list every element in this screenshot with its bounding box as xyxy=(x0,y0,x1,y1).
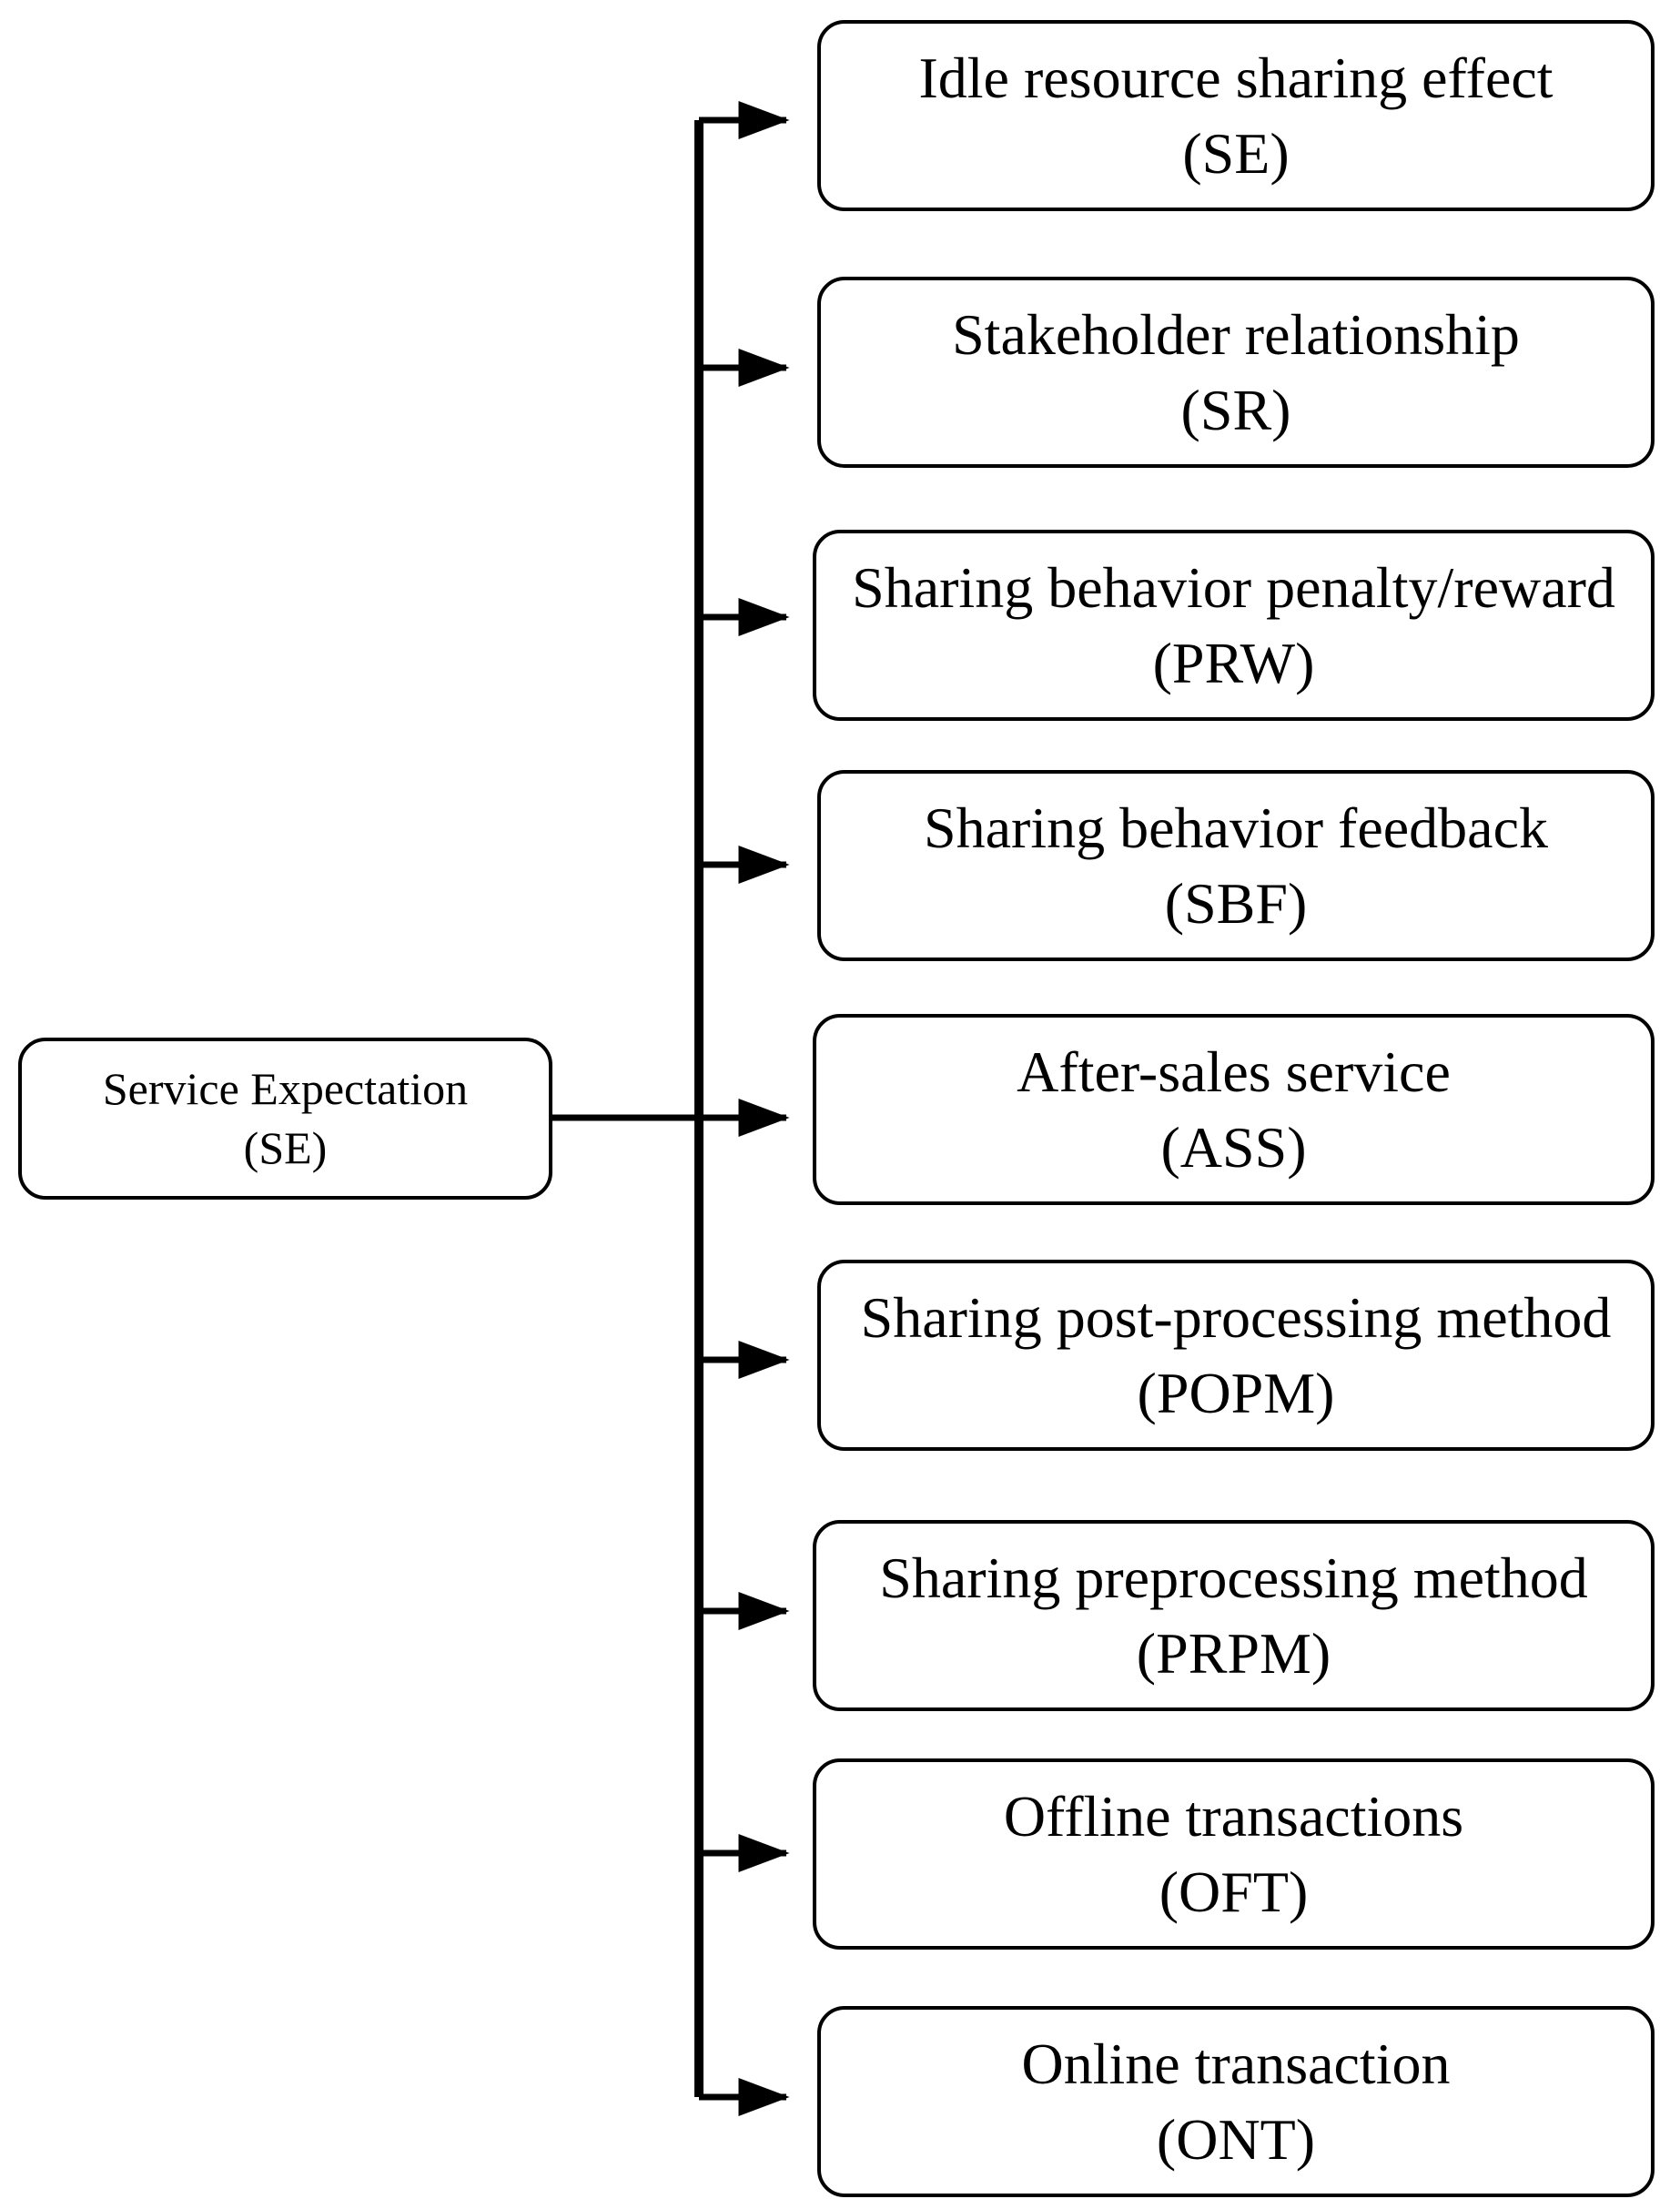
child-label: Sharing preprocessing method xyxy=(879,1545,1588,1610)
child-label: Sharing post-processing method xyxy=(860,1284,1612,1350)
child-node-se: Idle resource sharing effect (SE) xyxy=(817,20,1655,211)
child-label: After-sales service xyxy=(1017,1039,1451,1104)
child-abbr: (PRW) xyxy=(1152,631,1315,695)
root-abbr: (SE) xyxy=(243,1122,328,1173)
child-abbr: (PRPM) xyxy=(1136,1621,1331,1686)
child-node-popm: Sharing post-processing method (POPM) xyxy=(817,1260,1655,1451)
child-label: Online transaction xyxy=(1021,2031,1451,2096)
child-abbr: (POPM) xyxy=(1137,1361,1335,1425)
child-node-prw: Sharing behavior penalty/reward (PRW) xyxy=(813,530,1655,721)
child-abbr: (OFT) xyxy=(1159,1859,1309,1924)
root-node: Service Expectation (SE) xyxy=(18,1038,552,1200)
root-label: Service Expectation xyxy=(102,1063,469,1114)
child-abbr: (SBF) xyxy=(1164,871,1308,936)
child-label: Idle resource sharing effect xyxy=(918,45,1553,110)
child-node-ont: Online transaction (ONT) xyxy=(817,2006,1655,2197)
child-label: Sharing behavior feedback xyxy=(924,795,1548,860)
child-node-sr: Stakeholder relationship (SR) xyxy=(817,277,1655,468)
child-abbr: (SR) xyxy=(1180,378,1291,442)
child-label: Sharing behavior penalty/reward xyxy=(852,554,1615,620)
child-node-ass: After-sales service (ASS) xyxy=(813,1014,1655,1205)
child-node-prpm: Sharing preprocessing method (PRPM) xyxy=(813,1520,1655,1711)
child-abbr: (ASS) xyxy=(1160,1115,1307,1180)
child-label: Offline transactions xyxy=(1003,1783,1464,1849)
child-abbr: (SE) xyxy=(1182,121,1290,186)
child-label: Stakeholder relationship xyxy=(952,301,1520,367)
child-node-sbf: Sharing behavior feedback (SBF) xyxy=(817,770,1655,961)
child-node-oft: Offline transactions (OFT) xyxy=(813,1758,1655,1950)
child-abbr: (ONT) xyxy=(1156,2107,1316,2172)
